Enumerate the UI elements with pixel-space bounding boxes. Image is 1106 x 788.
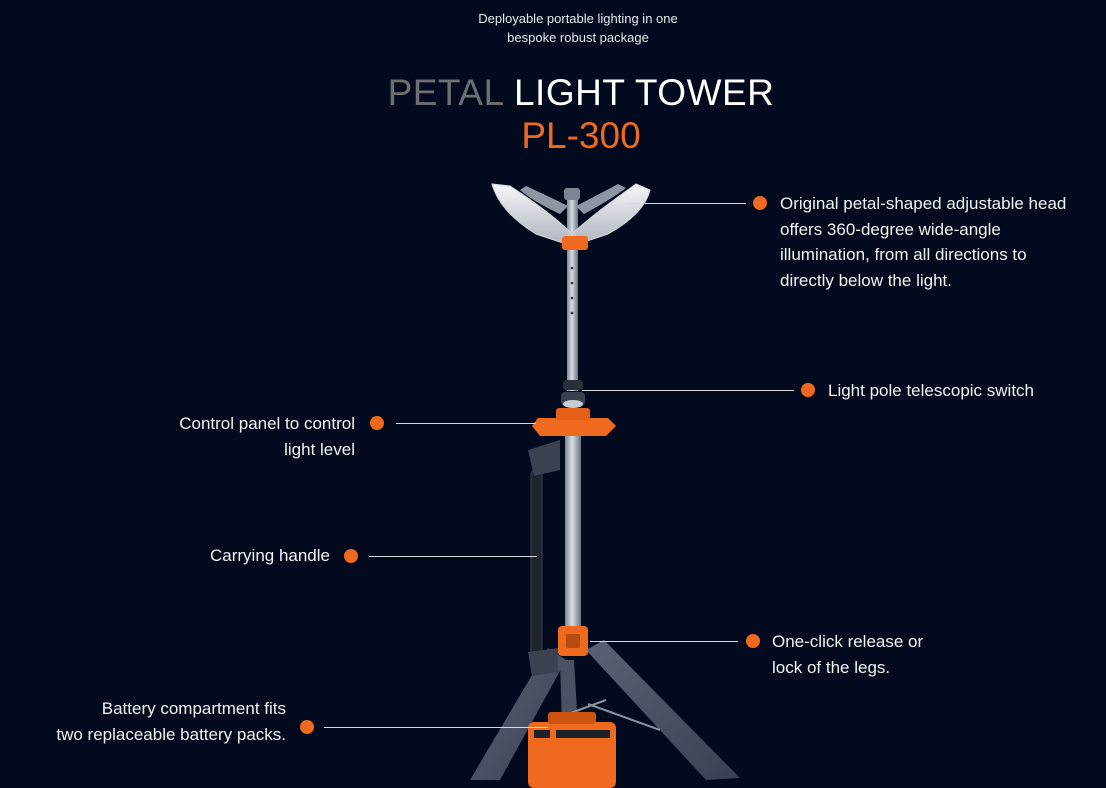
callout-line-telescopic xyxy=(582,390,794,391)
title-part-petal: PETAL xyxy=(387,72,504,113)
control-panel-graphic xyxy=(532,400,616,436)
callout-line-head xyxy=(627,203,746,204)
feature-label-head: Original petal-shaped adjustable head of… xyxy=(780,194,1067,290)
carrying-handle-graphic xyxy=(528,440,560,676)
tripod-legs xyxy=(470,640,740,780)
feature-label-control-panel: Control panel to control light level xyxy=(179,414,355,459)
callout-dot-legs xyxy=(746,634,760,648)
feature-label-battery: Battery compartment fits two replaceable… xyxy=(56,699,286,744)
model-name: PL-300 xyxy=(521,115,641,156)
main-pole xyxy=(565,430,581,630)
callout-line-battery xyxy=(324,727,548,728)
tagline: Deployable portable lighting in one besp… xyxy=(0,9,1106,47)
callout-dot-head xyxy=(753,196,767,210)
feature-label-telescopic: Light pole telescopic switch xyxy=(828,381,1035,400)
callout-line-legs xyxy=(590,641,738,642)
callout-dot-handle xyxy=(344,549,358,563)
tagline-line-2: bespoke robust package xyxy=(507,30,649,45)
upper-pole xyxy=(567,196,578,391)
feature-label-legs: One-click release or lock of the legs. xyxy=(772,632,924,677)
title-part-light-tower: LIGHT TOWER xyxy=(513,72,775,113)
callout-dot-control-panel xyxy=(370,416,384,430)
callout-line-handle xyxy=(369,556,537,557)
page-title: PETAL LIGHT TOWER xyxy=(0,72,1106,114)
leg-lock-collar-graphic xyxy=(558,626,588,656)
callout-dot-telescopic xyxy=(801,383,815,397)
tagline-line-1: Deployable portable lighting in one xyxy=(478,11,678,26)
callout-line-control-panel xyxy=(396,423,536,424)
callout-dot-battery xyxy=(300,720,314,734)
feature-label-handle: Carrying handle xyxy=(209,546,330,565)
petal-head-graphic xyxy=(491,183,651,250)
battery-compartment-graphic xyxy=(528,712,616,788)
